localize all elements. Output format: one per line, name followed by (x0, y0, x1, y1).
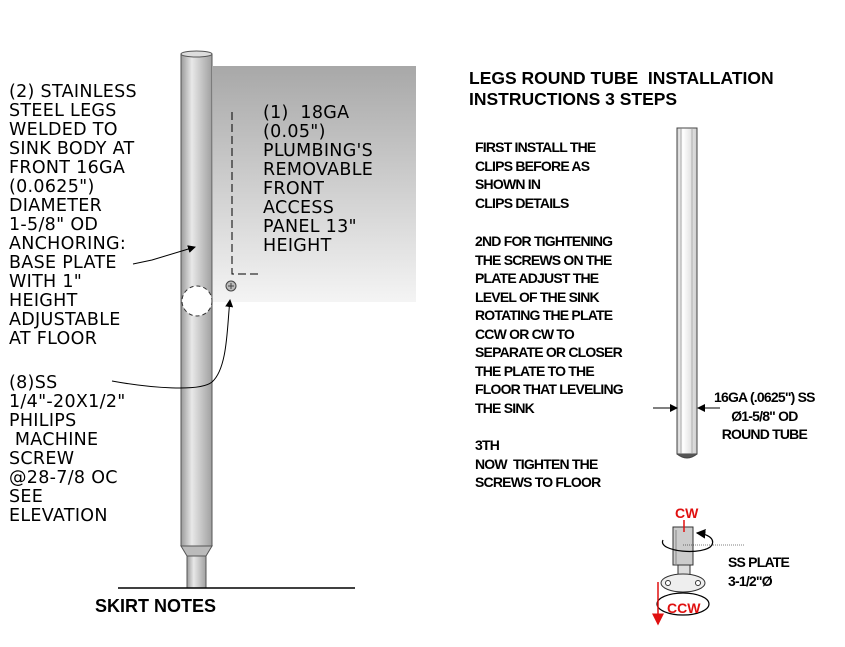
panel-dimension-line (231, 112, 258, 275)
base-plate-detail (660, 526, 745, 593)
step-3-text: 3TH NOW TIGHTEN THE SCREWS TO FLOOR (475, 437, 601, 490)
screw-note: (8)SS 1/4"-20X1/2" PHILIPS MACHINE SCREW… (9, 373, 126, 526)
skirt-notes-label: SKIRT NOTES (95, 596, 217, 616)
legs-leader (132, 245, 196, 265)
round-tube (676, 127, 698, 459)
cw-label: CW (675, 505, 699, 521)
cw-arrow (662, 529, 714, 552)
access-panel (213, 66, 416, 302)
instructions-title: LEGS ROUND TUBE INSTALLATION INSTRUCTION… (469, 68, 774, 109)
step-1-text: FIRST INSTALL THE CLIPS BEFORE AS SHOWN … (475, 139, 596, 211)
screw-leader (111, 299, 234, 389)
panel-note: (1) 18GA (0.05") PLUMBING'S REMOVABLE FR… (263, 103, 374, 256)
step-2-text: 2ND FOR TIGHTENING THE SCREWS ON THE PLA… (475, 233, 624, 416)
legs-note: (2) STAINLESS STEEL LEGS WELDED TO SINK … (9, 82, 137, 349)
screw-icon (225, 280, 237, 292)
ccw-ring (656, 592, 710, 616)
screw-hole (181, 285, 213, 317)
tube-label: 16GA (.0625") SS Ø1-5/8" OD ROUND TUBE (714, 389, 816, 442)
plate-label: SS PLATE 3-1/2"Ø (728, 554, 790, 589)
ccw-label: CCW (667, 600, 701, 616)
